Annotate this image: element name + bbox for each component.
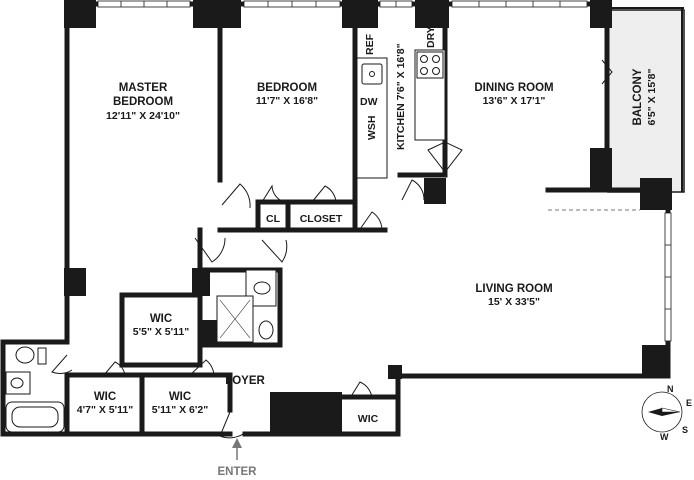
living-room-dimensions: 15' X 33'5" — [488, 296, 540, 308]
dry-label: DRY — [425, 26, 437, 48]
bedroom-label: BEDROOM — [257, 82, 317, 94]
wic-label: WIC — [94, 391, 116, 403]
fixtures — [5, 49, 446, 433]
wic-label: WIC — [169, 391, 191, 403]
master-bedroom-label: MASTER — [119, 82, 168, 94]
compass-n: N — [667, 384, 674, 394]
ref-label: REF — [364, 33, 376, 55]
window-mullions — [120, 1, 671, 310]
labels: MASTER BEDROOM 12'11" X 24'10" BEDROOM 1… — [77, 26, 658, 478]
enter-arrow-icon — [232, 438, 242, 460]
balcony-area — [604, 7, 685, 193]
wic-label: WIC — [358, 413, 379, 425]
stove-icon — [416, 51, 444, 79]
dining-room-dimensions: 13'6" X 17'1" — [483, 95, 546, 107]
master-bedroom-dimensions: 12'11" X 24'10" — [106, 110, 180, 122]
compass-w: W — [660, 432, 669, 442]
wic-label: WIC — [150, 313, 172, 325]
wsh-label: WSH — [366, 116, 378, 141]
sink-icon — [361, 63, 383, 85]
wic-dimensions: 5'11" X 6'2" — [152, 404, 208, 416]
wic-dimensions: 4'7" X 5'11" — [77, 404, 133, 416]
enter-label: ENTER — [218, 466, 258, 478]
foyer-label: FOYER — [225, 375, 265, 387]
columns — [64, 0, 672, 436]
toilet-icon — [15, 346, 35, 364]
dw-label: DW — [360, 96, 378, 108]
closet-label: CLOSET — [300, 213, 343, 225]
living-room-label: LIVING ROOM — [475, 283, 552, 295]
dining-room-label: DINING ROOM — [474, 82, 553, 94]
cl-label: CL — [266, 213, 281, 225]
master-bedroom-label: BEDROOM — [113, 96, 173, 108]
kitchen-label: KITCHEN 7'6" X 16'8" — [395, 43, 407, 150]
wic-dimensions: 5'5" X 5'11" — [133, 326, 189, 338]
compass-e: E — [686, 398, 692, 408]
balcony-dimensions: 6'5" X 15'8" — [646, 68, 658, 125]
hall-toilet-icon — [258, 320, 274, 340]
doors — [51, 59, 613, 439]
balcony-label: BALCONY — [632, 68, 644, 125]
bedroom-dimensions: 11'7" X 16'8" — [256, 95, 318, 107]
compass-icon: N E S W — [641, 384, 692, 442]
compass-s: S — [682, 425, 688, 435]
